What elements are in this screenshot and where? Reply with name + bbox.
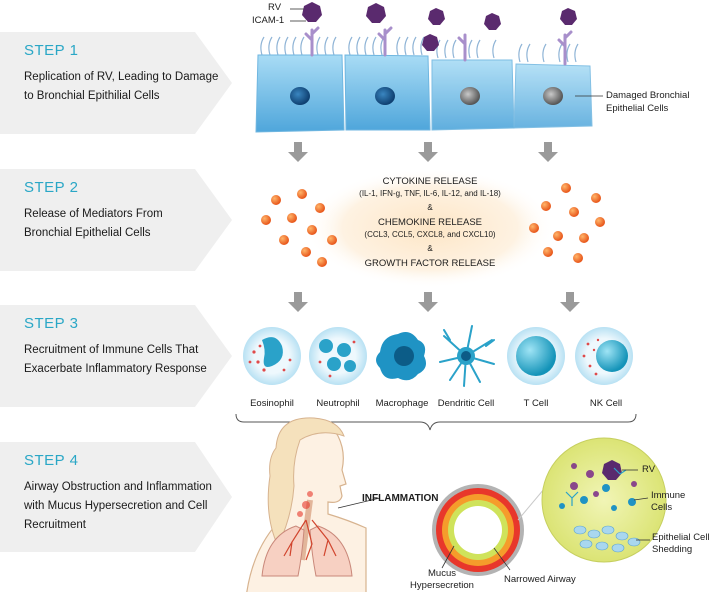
shedding-label-line-1: Epithelial Cell xyxy=(652,532,709,543)
mediator-particles-left xyxy=(261,189,337,267)
neutrophil-cell xyxy=(309,327,367,385)
virus-icon xyxy=(560,8,577,25)
mucus-label-line-2: Hypersecretion xyxy=(410,580,474,591)
virus-icon xyxy=(422,34,439,51)
step-4-description: Airway Obstruction and Inflammation with… xyxy=(24,481,212,531)
arrow-banner-shape xyxy=(0,305,232,407)
step-2-banner: STEP 2 Release of Mediators From Bronchi… xyxy=(0,169,232,271)
nucleus xyxy=(290,87,310,105)
ampersand: & xyxy=(427,203,433,212)
macrophage-label: Macrophage xyxy=(375,398,429,409)
down-arrow-icon xyxy=(418,142,438,162)
virus-icon xyxy=(366,3,386,23)
chemokine-list: (CCL3, CCL5, CXCL8, and CXCL10) xyxy=(364,230,496,239)
mediator-particles-right xyxy=(529,183,605,263)
cilia xyxy=(260,36,579,63)
cytokine-list: (IL-1, IFN-g, TNF, IL-6, IL-12, and IL-1… xyxy=(359,189,501,198)
step-1-banner: STEP 1 Replication of RV, Leading to Dam… xyxy=(0,32,232,134)
step-1-title: STEP 1 xyxy=(24,42,79,59)
step-1-description: Replication of RV, Leading to Damage to … xyxy=(24,71,219,102)
icam-1-receptors xyxy=(304,26,573,66)
damaged-nucleus xyxy=(543,87,563,105)
epithelial-cell-row xyxy=(255,2,603,133)
ampersand: & xyxy=(427,244,433,253)
immune-cells-label-line-1: Immune xyxy=(651,490,686,501)
damaged-cells-label-line-1: Damaged Bronchial xyxy=(606,90,690,101)
cytokine-release-label: CYTOKINE RELEASE xyxy=(382,176,478,187)
narrowed-leader-line xyxy=(493,547,511,571)
rv-label-step4: RV xyxy=(642,464,656,475)
immune-leader-line xyxy=(633,497,649,501)
step-4-title: STEP 4 xyxy=(24,452,79,469)
narrowed-airway-cross-section xyxy=(432,484,524,576)
narrowed-airway-label: Narrowed Airway xyxy=(504,574,576,585)
mucus-leader-line xyxy=(441,545,455,569)
immune-cell-row xyxy=(243,325,633,387)
step-4-banner: STEP 4 Airway Obstruction and Inflammati… xyxy=(0,442,232,552)
arrow-banner-shape xyxy=(0,32,232,134)
down-arrow-icon xyxy=(538,142,558,162)
step-3-banner: STEP 3 Recruitment of Immune Cells That … xyxy=(0,305,232,407)
mucus-label-line-1: Mucus xyxy=(428,568,456,579)
rv-label: RV xyxy=(268,2,282,13)
dendritic-cell-label: Dendritic Cell xyxy=(437,398,495,409)
neutrophil-label: Neutrophil xyxy=(316,398,360,409)
virus-icon xyxy=(602,460,622,480)
shedding-label-line-2: Shedding xyxy=(652,544,693,555)
growth-factor-release-label: GROWTH FACTOR RELEASE xyxy=(364,258,496,269)
mediator-release-text: CYTOKINE RELEASE (IL-1, IFN-g, TNF, IL-6… xyxy=(330,175,530,270)
dendritic-cell xyxy=(439,325,495,387)
arrow-banner-shape xyxy=(0,442,232,552)
step-2-description: Release of Mediators From Bronchial Epit… xyxy=(24,208,163,239)
down-arrow-icon xyxy=(560,292,580,312)
rhinovirus-particles xyxy=(302,2,577,51)
inflammation-label: INFLAMMATION xyxy=(362,493,439,504)
arrow-banner-shape xyxy=(0,169,232,271)
step-3-title: STEP 3 xyxy=(24,315,79,332)
person-airway-illustration xyxy=(246,417,381,592)
damaged-nucleus xyxy=(460,87,480,105)
step-3-description: Recruitment of Immune Cells That Exacerb… xyxy=(24,344,207,375)
magnified-airway-lumen xyxy=(517,437,667,563)
mediator-release-glow xyxy=(305,168,555,288)
nk-cell-label: NK Cell xyxy=(589,398,623,409)
virus-icon xyxy=(302,2,322,22)
step-2-title: STEP 2 xyxy=(24,179,79,196)
virus-icon xyxy=(484,13,501,30)
down-arrow-icon xyxy=(288,292,308,312)
virus-icon xyxy=(428,8,445,25)
inflammation-leader-line xyxy=(337,497,381,509)
immune-cells-label-line-2: Cells xyxy=(651,502,673,513)
flow-arrows xyxy=(288,142,580,312)
nucleus xyxy=(375,87,395,105)
damaged-cells-label-line-2: Epithelial Cells xyxy=(606,103,669,114)
grouping-bracket xyxy=(235,413,637,431)
chemokine-release-label: CHEMOKINE RELEASE xyxy=(378,217,482,228)
macrophage-cell xyxy=(376,332,426,381)
down-arrow-icon xyxy=(418,292,438,312)
eosinophil-label: Eosinophil xyxy=(250,398,294,409)
icam-1-label: ICAM-1 xyxy=(252,15,285,26)
down-arrow-icon xyxy=(288,142,308,162)
t-cell-label: T Cell xyxy=(523,398,549,409)
